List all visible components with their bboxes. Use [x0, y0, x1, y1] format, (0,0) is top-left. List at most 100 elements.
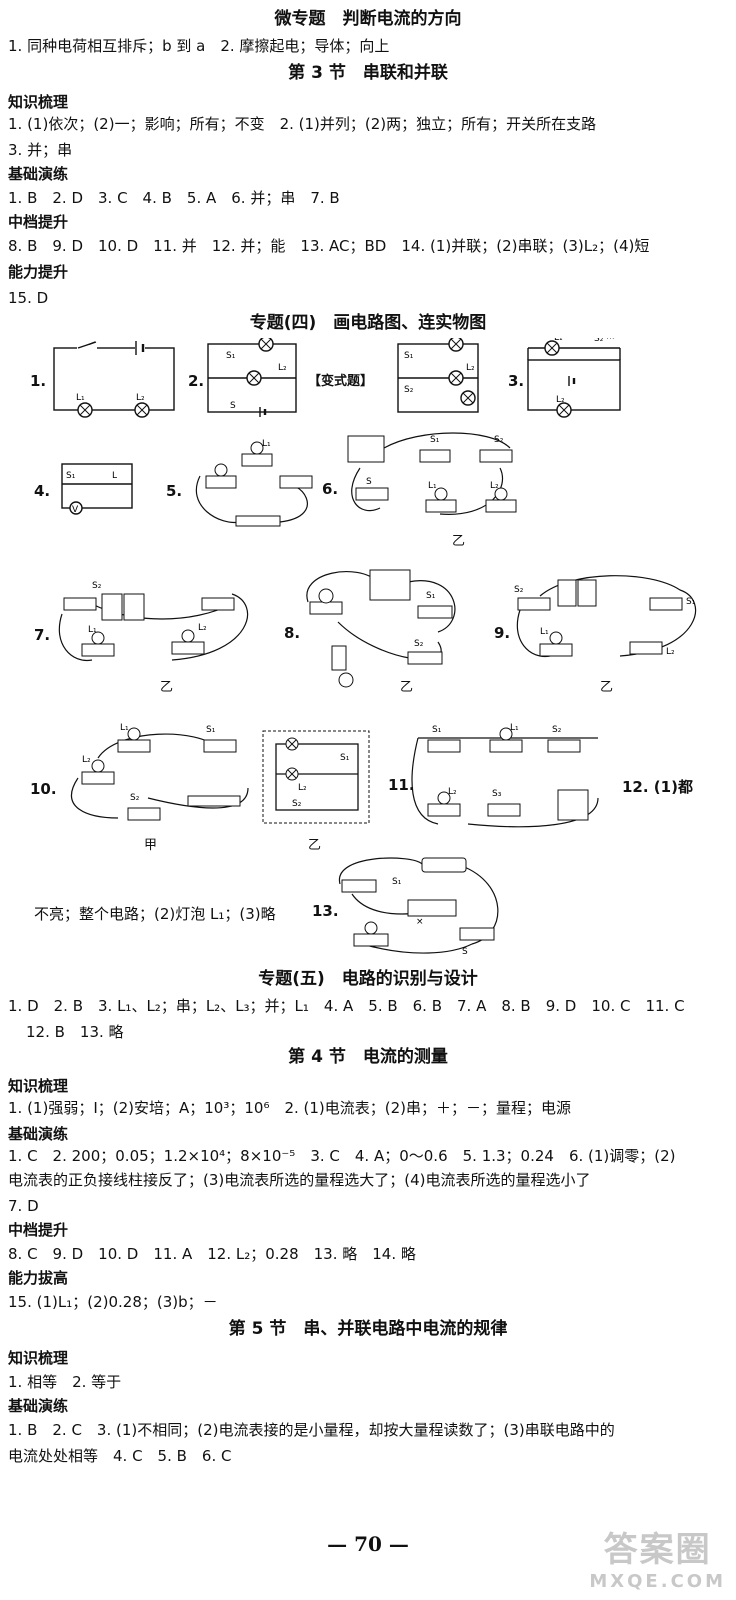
wiring-diagram-9: S₂ S₁ L₁ L₂ [510, 570, 700, 670]
answer-line: 12. B 13. 略 [26, 1023, 124, 1041]
wiring-diagram-5: L₁ [180, 436, 330, 536]
svg-text:×: × [416, 917, 424, 927]
svg-text:L₂: L₂ [448, 787, 457, 797]
diagram-number: 11. [388, 776, 415, 794]
answer-line: 8. C 9. D 10. D 11. A 12. L₂；0.28 13. 略 … [8, 1245, 416, 1263]
subheading: 基础演练 [8, 1125, 69, 1143]
diagram-number: 13. [312, 902, 339, 920]
svg-text:S₂ ···: S₂ ··· [594, 338, 615, 344]
svg-text:S₂: S₂ [414, 639, 424, 649]
answer-line: 1. B 2. C 3. (1)不相同；(2)电流表接的是小量程，却按大量程读数… [8, 1421, 615, 1439]
caption: 乙 [308, 838, 322, 853]
diagram-number: 12. (1)都 [622, 778, 693, 796]
wiring-diagram-6: S₁ S₂ S L₁ L₂ [340, 428, 530, 528]
diagram-number: 3. [508, 372, 525, 390]
svg-text:S₁: S₁ [430, 435, 440, 445]
wiring-diagram-10: L₁ S₁ L₂ S₂ [58, 718, 258, 834]
svg-text:L₂: L₂ [298, 783, 307, 793]
svg-text:S₂: S₂ [514, 585, 524, 595]
diagram-number: 2. [188, 372, 205, 390]
section-title-micro: 微专题 判断电流的方向 [274, 9, 462, 29]
watermark-text: 答案圈 [603, 1530, 712, 1570]
page-number: — 70 — [327, 1532, 409, 1556]
diagram-number: 7. [34, 626, 51, 644]
svg-text:L: L [112, 471, 117, 481]
svg-text:L₁: L₁ [76, 393, 85, 403]
wiring-diagram-11: S₁ L₁ S₂ L₂ S₃ [408, 718, 608, 834]
subheading: 中档提升 [8, 1221, 69, 1239]
answer-line: 1. D 2. B 3. L₁、L₂；串；L₂、L₃；并；L₁ 4. A 5. … [8, 997, 685, 1015]
svg-text:S₁: S₁ [226, 351, 236, 361]
svg-text:L₂: L₂ [278, 363, 287, 373]
caption: 乙 [452, 534, 466, 549]
caption: 乙 [600, 680, 614, 695]
answer-line: 不亮；整个电路；(2)灯泡 L₁；(3)略 [34, 905, 276, 923]
svg-text:L₁: L₁ [88, 625, 97, 635]
circuit-diagram-3: L₁ S₂ ··· L₂ [524, 338, 628, 418]
circuit-diagram-4: V S₁ L [58, 458, 138, 516]
diagram-number: 10. [30, 780, 57, 798]
wiring-diagram-8: S₁ S₂ [298, 562, 468, 692]
answer-line: 8. B 9. D 10. D 11. 并 12. 并；能 13. AC；BD … [8, 237, 650, 255]
diagram-number: 9. [494, 624, 511, 642]
variant-label: 【变式题】 [308, 374, 374, 389]
answer-line: 1. (1)强弱；I；(2)安培；A；10³；10⁶ 2. (1)电流表；(2)… [8, 1099, 572, 1117]
svg-text:S: S [366, 477, 372, 487]
subheading: 能力提升 [8, 263, 69, 281]
section-title-5: 专题(五) 电路的识别与设计 [258, 969, 478, 989]
svg-text:S₂: S₂ [404, 385, 414, 395]
svg-text:L₁: L₁ [120, 723, 129, 733]
svg-text:S₂: S₂ [92, 581, 102, 591]
svg-text:S₁: S₁ [340, 753, 350, 763]
answer-line: 7. D [8, 1197, 39, 1215]
answer-line: 15. D [8, 289, 49, 307]
circuit-diagram-1: L₁ L₂ [50, 340, 180, 420]
svg-text:S₂: S₂ [292, 799, 302, 809]
diagram-number: 5. [166, 482, 183, 500]
svg-text:S₂: S₂ [552, 725, 562, 735]
svg-text:S₁: S₁ [66, 471, 76, 481]
watermark-logo: 答案圈 MXQE.COM [589, 1522, 726, 1592]
diagram-number: 1. [30, 372, 47, 390]
subheading: 基础演练 [8, 1397, 69, 1415]
subheading: 知识梳理 [8, 1349, 69, 1367]
wiring-diagram-7: S₂ L₁ L₂ [52, 574, 252, 674]
subheading: 能力拔高 [8, 1269, 69, 1287]
circuit-diagram-2: S₁ L₂ S [204, 338, 300, 418]
answer-line: 1. B 2. D 3. C 4. B 5. A 6. 并；串 7. B [8, 189, 340, 207]
diagram-number: 8. [284, 624, 301, 642]
svg-text:S₁: S₁ [404, 351, 414, 361]
circuit-diagram-10-yi: S₁ L₂ S₂ [262, 730, 372, 826]
svg-text:L₂: L₂ [490, 481, 499, 491]
caption: 乙 [400, 680, 414, 695]
section-title-3: 第 3 节 串联和并联 [288, 63, 448, 83]
subheading: 知识梳理 [8, 1077, 69, 1095]
svg-text:L₂: L₂ [666, 647, 675, 657]
circuit-diagram-variant: S₁ S₂ L₂ [394, 338, 490, 418]
wiring-diagram-13: S₁ × S [332, 854, 508, 958]
svg-text:L₂: L₂ [556, 395, 565, 405]
caption: 乙 [160, 680, 174, 695]
svg-text:L₁: L₁ [262, 439, 271, 449]
answer-line: 1. 相等 2. 等于 [8, 1373, 122, 1391]
section-title-4-4: 第 4 节 电流的测量 [288, 1047, 448, 1067]
svg-text:S₁: S₁ [432, 725, 442, 735]
subheading: 基础演练 [8, 165, 69, 183]
svg-text:L₂: L₂ [82, 755, 91, 765]
diagram-number: 4. [34, 482, 51, 500]
subheading: 中档提升 [8, 213, 69, 231]
svg-text:S₂: S₂ [130, 793, 140, 803]
svg-text:S₁: S₁ [426, 591, 436, 601]
svg-text:S₁: S₁ [686, 597, 696, 607]
svg-text:L₂: L₂ [198, 623, 207, 633]
answer-line: 1. 同种电荷相互排斥；b 到 a 2. 摩擦起电；导体；向上 [8, 37, 390, 55]
svg-text:S₃: S₃ [492, 789, 502, 799]
svg-text:S₁: S₁ [392, 877, 402, 887]
svg-text:S₂: S₂ [494, 435, 504, 445]
section-title-4-5: 第 5 节 串、并联电路中电流的规律 [228, 1319, 508, 1339]
caption: 甲 [144, 838, 158, 853]
svg-text:S₁: S₁ [206, 725, 216, 735]
svg-text:L₁: L₁ [554, 338, 563, 343]
svg-text:L₁: L₁ [428, 481, 437, 491]
section-title-4: 专题(四) 画电路图、连实物图 [249, 313, 487, 333]
